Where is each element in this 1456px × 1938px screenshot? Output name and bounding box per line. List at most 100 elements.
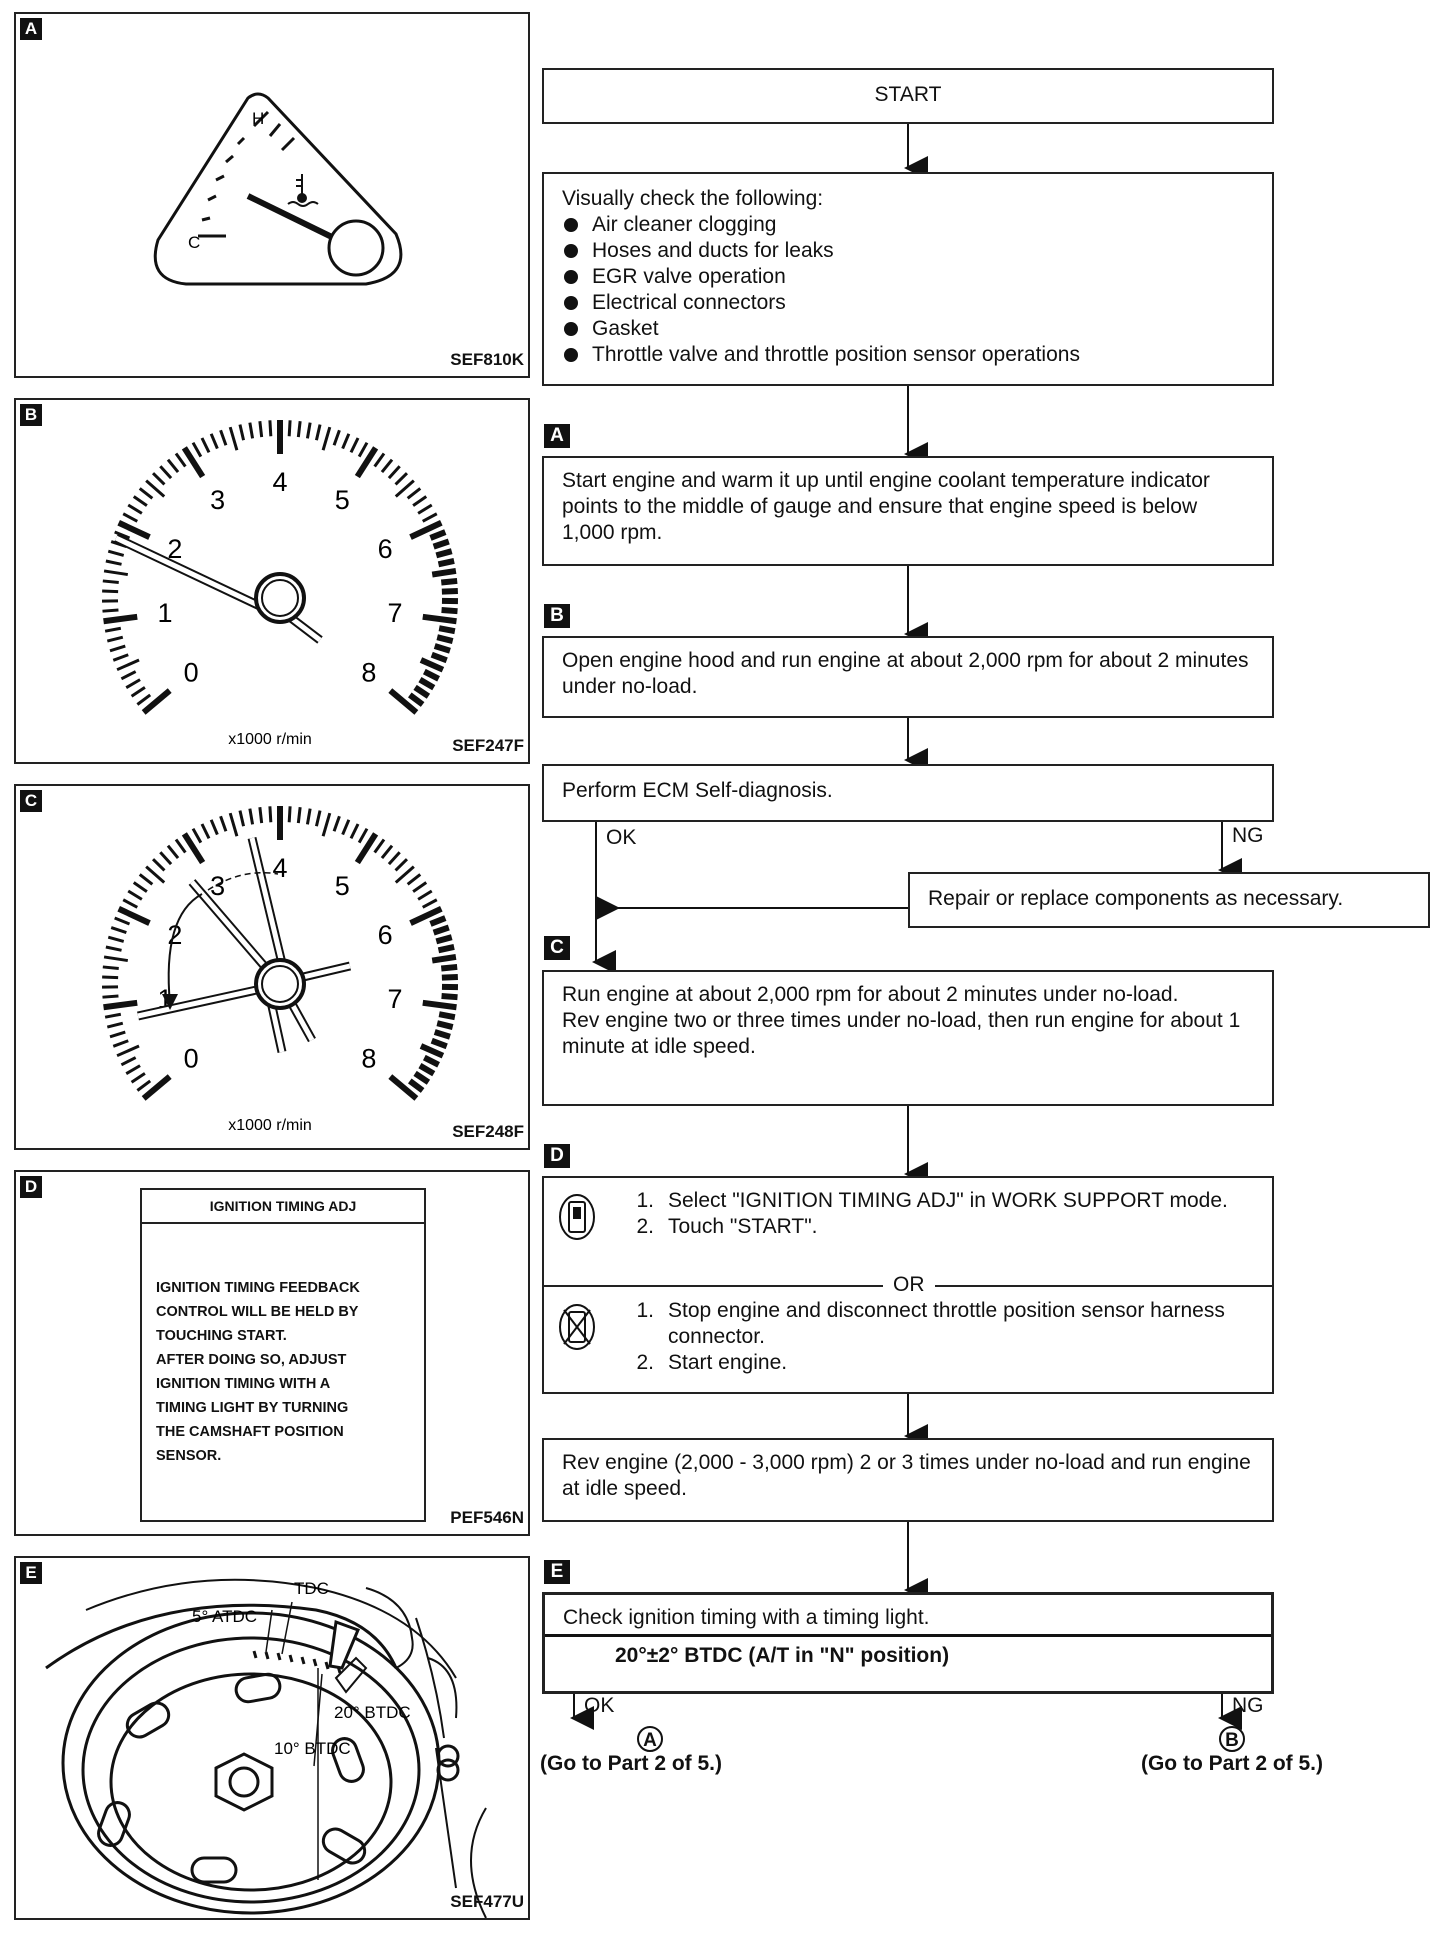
goto-a-text: (Go to Part 2 of 5.) — [540, 1752, 723, 1775]
dial-tick — [238, 810, 246, 827]
dial-tick — [435, 548, 453, 559]
dial-hub — [254, 958, 306, 1010]
gauge-cold-label: C — [188, 233, 200, 252]
dial-tick — [394, 858, 409, 872]
panel-a-temp-gauge: C H A SEF810K — [14, 12, 530, 378]
screen-line: IGNITION TIMING WITH A — [156, 1376, 331, 1392]
dial-tick — [441, 607, 458, 615]
dial-tick — [151, 858, 166, 872]
dial-number: 7 — [387, 598, 402, 628]
dial-tick — [441, 588, 458, 595]
dial-tick — [145, 865, 166, 884]
dial-tick — [122, 512, 139, 523]
self-diagnosis-text: Perform ECM Self-diagnosis. — [562, 779, 833, 802]
self-diagnosis-box: Perform ECM Self-diagnosis. — [542, 764, 1274, 822]
or-label: OR — [883, 1272, 935, 1298]
dial-tick — [413, 684, 431, 699]
goto-a[interactable]: A (Go to Part 2 of 5.) — [540, 1726, 760, 1776]
dial-tick — [305, 808, 312, 825]
check-timing-text: Check ignition timing with a timing ligh… — [545, 1595, 1271, 1637]
dial-number: 0 — [184, 1044, 199, 1074]
dial-tick — [102, 994, 119, 999]
20deg-btdc-label: 20° BTDC — [334, 1703, 411, 1722]
dial-tick — [104, 626, 122, 633]
dial-tick — [151, 472, 166, 486]
dial-tick — [268, 420, 273, 437]
dial-number: 8 — [361, 1044, 376, 1074]
dial-tick — [138, 873, 154, 886]
with-consult-steps: 1.Select "IGNITION TIMING ADJ" in WORK S… — [620, 1188, 1260, 1240]
dial-tick — [406, 487, 422, 500]
dial-tick — [438, 1011, 456, 1021]
dial-tick — [106, 635, 124, 643]
dial-tick — [409, 520, 443, 540]
dial-tick — [409, 906, 443, 926]
dial-tick — [380, 844, 394, 860]
dial-tick — [321, 426, 332, 451]
dial-tick — [433, 1029, 451, 1040]
dial-tick — [103, 999, 138, 1011]
dial-unit: x1000 r/min — [228, 731, 312, 748]
dial-tick — [430, 1037, 448, 1050]
dial-tick — [127, 503, 143, 515]
dial-number: 6 — [378, 534, 393, 564]
dial-tick — [341, 433, 351, 450]
panel-e-timing-marks: TDC 5° ATDC 20° BTDC 10° BTDC E SEF477U — [14, 1556, 530, 1920]
dial-tick — [106, 1021, 124, 1029]
dial-tick — [432, 538, 450, 550]
dial-tick — [433, 643, 451, 654]
dial-tick — [174, 452, 187, 468]
dial-tick — [122, 898, 139, 909]
start-label: START — [874, 83, 942, 106]
without-consult-steps: 1.Stop engine and disconnect throttle po… — [620, 1298, 1260, 1376]
dial-tick — [412, 881, 428, 893]
dial-tick — [349, 437, 360, 454]
dial-number: 5 — [335, 485, 350, 515]
step-c-letter: C — [544, 936, 570, 960]
dial-number: 8 — [361, 658, 376, 688]
dial-tick — [109, 644, 126, 653]
dial-tick — [228, 426, 239, 451]
dial-tick — [394, 479, 415, 498]
list-item: 1.Select "IGNITION TIMING ADJ" in WORK S… — [636, 1189, 1228, 1212]
dial-tick — [373, 452, 386, 468]
dial-tick — [388, 1074, 419, 1101]
repair-text: Repair or replace components as necessar… — [928, 887, 1344, 910]
dial-tick — [435, 934, 453, 945]
list-item: Electrical connectors — [562, 290, 1272, 316]
dial-tick — [332, 429, 341, 446]
screen-line: SENSOR. — [156, 1448, 222, 1464]
dial-tick — [431, 567, 457, 578]
goto-b[interactable]: B (Go to Part 2 of 5.) — [1122, 1726, 1342, 1776]
dial-tick — [145, 479, 166, 498]
dial-tick — [248, 808, 255, 825]
dial-tick — [354, 446, 379, 479]
dial-tick — [103, 955, 129, 963]
dial-tick — [130, 686, 146, 698]
dial-tick — [421, 512, 438, 523]
dial-tick — [114, 530, 131, 540]
dial-number: 7 — [387, 984, 402, 1014]
step-a-text: Start engine and warm it up until engine… — [562, 469, 1210, 544]
dial-tick — [394, 865, 415, 884]
consult-without-icon — [558, 1302, 596, 1352]
consult-with-icon — [558, 1192, 596, 1242]
dial-tick — [296, 420, 302, 438]
panel-a-letter: A — [20, 18, 42, 40]
list-item: 2.Touch "START". — [636, 1215, 818, 1238]
visual-check-title: Visually check the following: — [562, 187, 824, 210]
ok-label: OK — [606, 826, 637, 849]
ng-label: NG — [1232, 824, 1264, 847]
step-a-letter: A — [544, 424, 570, 448]
step-c-text-1: Run engine at about 2,000 rpm for about … — [562, 983, 1179, 1006]
dial-tick — [429, 529, 447, 541]
dial-tick — [412, 495, 428, 507]
dial-tick — [166, 458, 180, 474]
dial-tick — [136, 1079, 152, 1092]
dial-tick — [406, 873, 422, 886]
dial-tick — [354, 832, 379, 865]
dial-tick — [268, 806, 273, 823]
dial-tick — [159, 465, 173, 480]
